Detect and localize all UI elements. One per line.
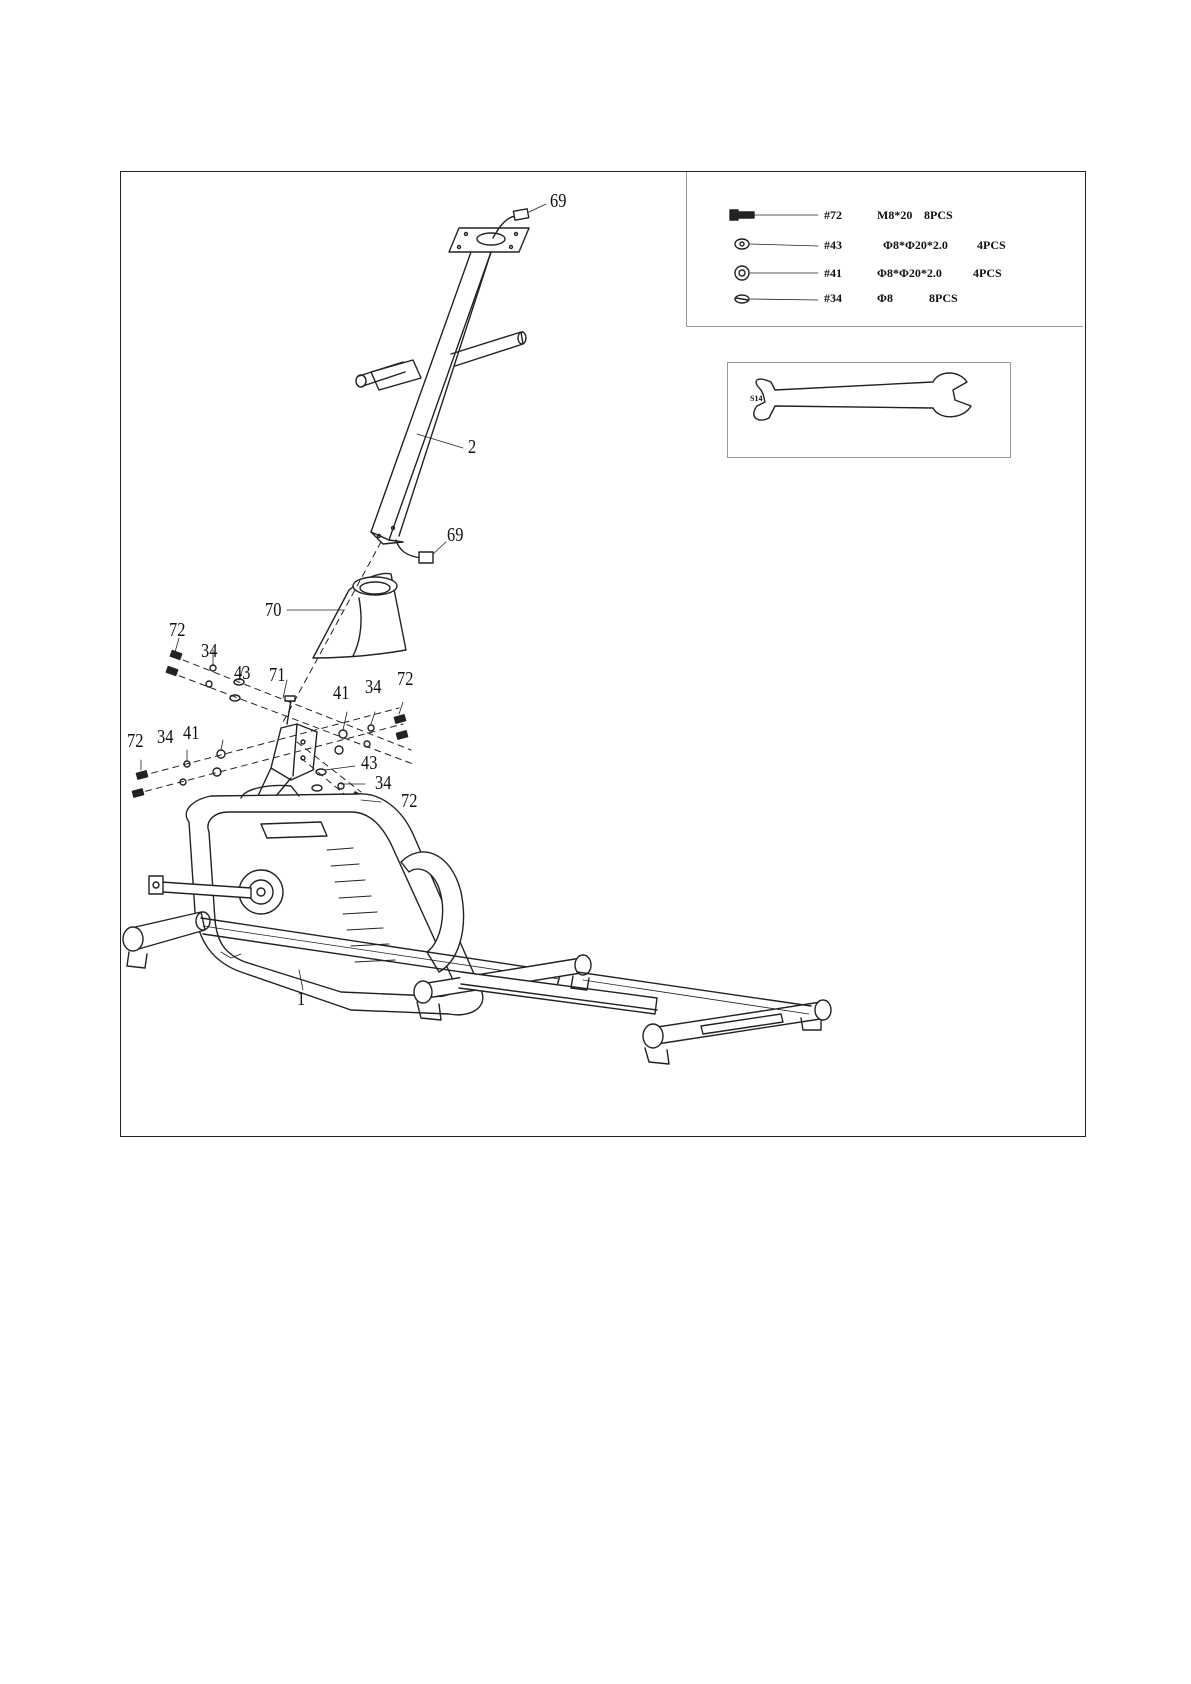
callout-34-d: 34 <box>375 772 391 795</box>
callout-72-d: 72 <box>401 790 417 813</box>
hardware-list: #72 M8*20 8PCS #43 Φ8*Φ20*2.0 4PCS #41 Φ… <box>686 172 1083 327</box>
hardware-quantity: 8PCS <box>924 208 953 223</box>
callout-72-b: 72 <box>397 668 413 691</box>
wrench-tool-box: S14 <box>727 362 1011 458</box>
hardware-quantity: 4PCS <box>973 266 1002 281</box>
callout-72-c: 72 <box>127 730 143 753</box>
callout-71: 71 <box>269 664 285 687</box>
hardware-spec: Φ8*Φ20*2.0 <box>877 266 942 281</box>
hardware-row: #34 Φ8 8PCS <box>687 289 1084 309</box>
callout-34-b: 34 <box>365 676 381 699</box>
callout-72-a: 72 <box>169 619 185 642</box>
hardware-row: #41 Φ8*Φ20*2.0 4PCS <box>687 264 1084 284</box>
hardware-spec: M8*20 <box>877 208 912 223</box>
callout-34-c: 34 <box>157 726 173 749</box>
hardware-part-number: #41 <box>824 266 842 281</box>
wire-connector-bottom-part <box>396 540 446 563</box>
callout-1: 1 <box>297 988 305 1011</box>
callout-41-c: 41 <box>183 722 199 745</box>
callout-43-a: 43 <box>234 662 250 685</box>
hardware-row: #72 M8*20 8PCS <box>687 206 1084 226</box>
hardware-part-number: #72 <box>824 208 842 223</box>
hardware-quantity: 8PCS <box>929 291 958 306</box>
callout-34-a: 34 <box>201 640 217 663</box>
hardware-spec: Φ8 <box>877 291 893 306</box>
diagram-frame: 69 2 69 70 72 34 43 71 41 34 72 72 34 41… <box>120 171 1086 1137</box>
upright-post-part <box>356 228 529 544</box>
callout-2: 2 <box>468 436 476 459</box>
callout-69-mid: 69 <box>447 524 463 547</box>
callout-69-top: 69 <box>550 190 566 213</box>
main-frame-part <box>149 786 483 1015</box>
upright-cover-part <box>287 574 406 658</box>
callout-41-b: 41 <box>333 682 349 705</box>
wrench-size-label: S14 <box>750 394 762 403</box>
hardware-part-number: #34 <box>824 291 842 306</box>
hardware-spec: Φ8*Φ20*2.0 <box>883 238 948 253</box>
hardware-part-number: #43 <box>824 238 842 253</box>
callout-70: 70 <box>265 599 281 622</box>
hardware-quantity: 4PCS <box>977 238 1006 253</box>
hardware-row: #43 Φ8*Φ20*2.0 4PCS <box>687 236 1084 256</box>
